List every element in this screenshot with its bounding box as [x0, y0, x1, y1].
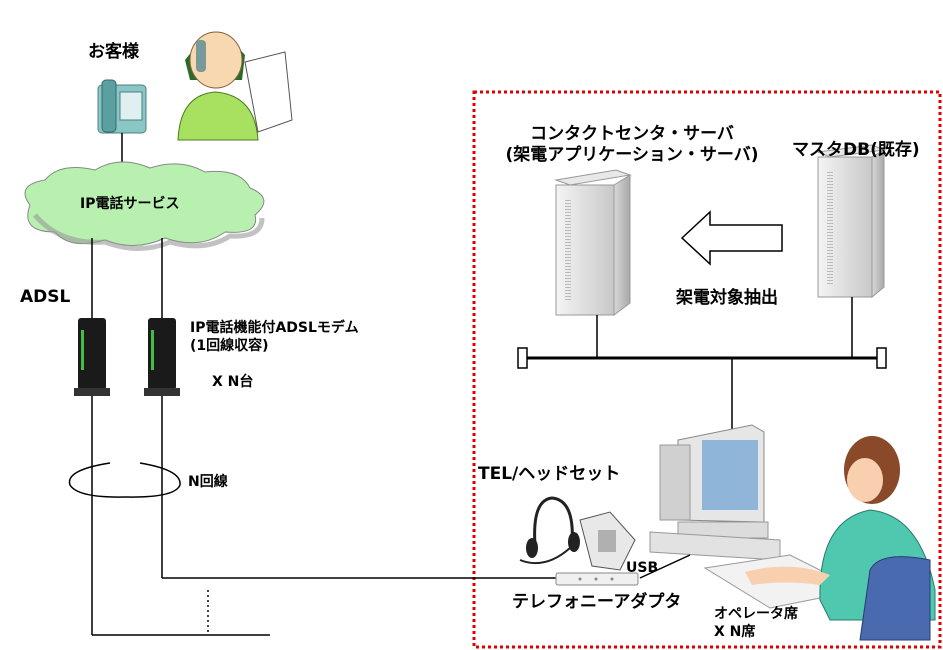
modem-count-label: X N台 — [212, 374, 254, 390]
lan-terminator-right — [876, 347, 887, 369]
adsl-modem-1-icon — [74, 318, 110, 396]
contact-server-label: コンタクトセンタ・サーバ (架電アプリケーション・サーバ) — [484, 124, 780, 167]
telephony-adapter-icon — [555, 572, 639, 586]
extraction-arrow-icon — [680, 210, 783, 266]
operator-person-icon — [745, 436, 936, 641]
usb-line — [639, 554, 691, 579]
customer-person-icon — [177, 31, 293, 141]
master-db-label: マスタDB(既存) — [792, 140, 920, 160]
customer-label: お客様 — [88, 42, 139, 62]
lan-terminator-left — [517, 347, 528, 369]
modem-label-line2: (1回線収容) — [190, 337, 269, 354]
operator-label-line1: オペレータ席 — [714, 606, 798, 622]
n-lines-loop — [68, 462, 181, 498]
adsl-label: ADSL — [20, 287, 71, 307]
usb-label: USB — [626, 560, 659, 576]
headset-label: TEL/ヘッドセット — [478, 464, 621, 484]
adsl-modem-2-icon — [144, 318, 180, 396]
master-db-server-icon — [816, 144, 886, 299]
operator-label: オペレータ席 X N席 — [714, 606, 798, 641]
operator-label-line2: X N席 — [714, 623, 756, 640]
adapter-label: テレフォニーアダプタ — [512, 592, 682, 612]
modem-label-line1: IP電話機能付ADSLモデム — [190, 320, 359, 336]
headset-phone-icon — [519, 496, 636, 571]
modem-label: IP電話機能付ADSLモデム (1回線収容) — [190, 320, 359, 355]
center-boundary — [472, 90, 942, 649]
cloud-label: IP電話サービス — [80, 196, 180, 212]
desk-phone-icon — [97, 79, 147, 134]
contact-server-label-line2: (架電アプリケーション・サーバ) — [505, 145, 759, 166]
extraction-label: 架電対象抽出 — [676, 288, 778, 308]
contact-center-server-icon — [554, 169, 632, 316]
contact-server-label-line1: コンタクトセンタ・サーバ — [530, 124, 734, 144]
n-lines-label: N回線 — [188, 474, 228, 490]
